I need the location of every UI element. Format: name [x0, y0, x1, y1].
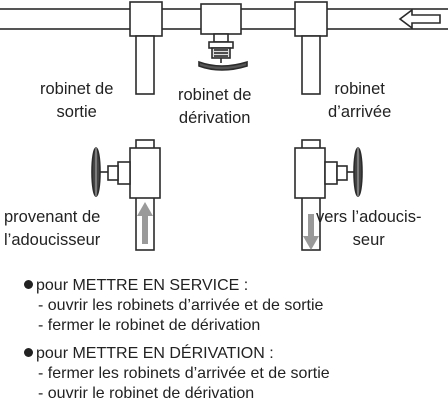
service-title: pour METTRE EN SERVICE : — [36, 277, 249, 294]
bullet-icon — [24, 348, 33, 357]
inlet-flow-arrow — [398, 8, 441, 30]
inlet-valve — [294, 147, 363, 199]
down-flow-arrow — [303, 214, 319, 250]
bypass-step: - ouvrir le robinet de dérivation — [38, 385, 255, 402]
service-step: - fermer le robinet de dérivation — [38, 317, 261, 334]
to-softener-label: vers l’adoucis-seur — [316, 208, 422, 249]
bypass-title: pour METTRE EN DÉRIVATION : — [36, 345, 274, 362]
service-instructions: pour METTRE EN SERVICE : - ouvrir les ro… — [24, 276, 323, 336]
bypass-instructions: pour METTRE EN DÉRIVATION : - fermer les… — [24, 344, 330, 404]
up-flow-arrow — [137, 202, 153, 244]
bullet-icon — [24, 280, 33, 289]
outlet-valve — [91, 147, 161, 199]
bypass-valve — [198, 3, 248, 71]
bypass-step: - fermer les robinets d’arrivée et de so… — [38, 365, 330, 382]
service-step: - ouvrir les robinets d’arrivée et de so… — [38, 297, 324, 314]
